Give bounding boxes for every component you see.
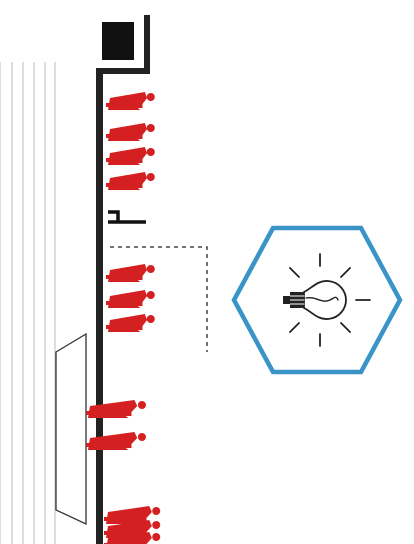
person-figure: [106, 172, 155, 190]
dashed-connector: [110, 246, 208, 352]
person-figure: [104, 532, 161, 544]
person-figure: [106, 92, 155, 110]
person-figure: [106, 264, 155, 282]
person-figure: [106, 147, 155, 165]
ramp-shape: [55, 332, 87, 526]
person-figure: [86, 432, 146, 450]
hexagon-outline: [231, 225, 403, 375]
square-block-icon: [102, 22, 134, 60]
person-figure: [104, 506, 161, 524]
people-figures: [86, 92, 161, 544]
person-figure: [86, 400, 146, 418]
wall-top-connector: [96, 68, 150, 74]
wall-upper-post: [144, 15, 150, 73]
lightbulb-icon: [283, 253, 371, 347]
person-figure: [106, 314, 155, 332]
main-wall: [96, 70, 103, 544]
hex-badge: [231, 225, 403, 375]
vertical-line-pattern: [0, 62, 56, 544]
person-figure: [106, 290, 155, 308]
step-marker-icon: [108, 210, 146, 224]
person-figure: [106, 123, 155, 141]
